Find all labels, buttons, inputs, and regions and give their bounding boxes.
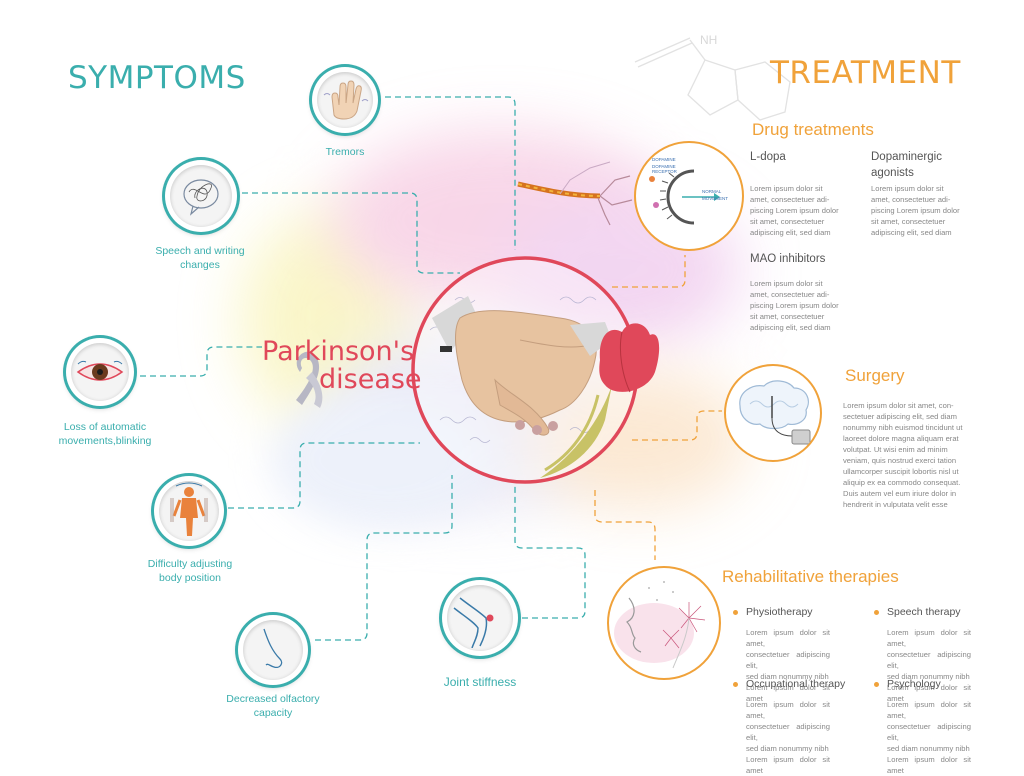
awareness-ribbon-icon <box>296 351 323 408</box>
molecule-nh-label: NH <box>700 33 718 47</box>
physiotherapy-title: Physiotherapy <box>746 606 813 618</box>
tremors-circle <box>312 67 378 133</box>
blinking-circle <box>66 338 134 406</box>
molecule-structure <box>634 37 791 121</box>
speech-therapy-text: Lorem ipsum dolor sit amet, consectetuer… <box>887 628 971 703</box>
surgery-text: Lorem ipsum dolor sit amet, con- sectetu… <box>843 401 963 509</box>
rehab-heading: Rehabilitative therapies <box>722 567 899 586</box>
occupational-therapy-title: Occupational therapy <box>746 678 846 690</box>
hand-icon <box>323 80 369 120</box>
speech-therapy-title: Speech therapy <box>887 606 961 618</box>
speech-label: Speech and writing changes <box>155 245 245 272</box>
receptor-label: DOPAMINE RECEPTOR <box>652 164 677 174</box>
nose-icon <box>263 628 283 669</box>
surgery-heading: Surgery <box>845 366 905 385</box>
drug-diagram-circle: DOPAMINE DOPAMINE RECEPTOR NORMAL MOVEME… <box>634 141 744 251</box>
drug-treatments-heading: Drug treatments <box>752 120 874 139</box>
joint-stiffness-label: Joint stiffness <box>443 675 517 689</box>
normal-movement-label: NORMAL MOVEMENT <box>702 189 729 201</box>
body-figure-icon <box>170 482 208 536</box>
brain-implant-icon <box>739 380 811 445</box>
tremors-label: Tremors <box>325 146 365 158</box>
dandelion-face-icon <box>614 581 706 669</box>
treatment-connectors <box>594 255 722 560</box>
speech-bubble-icon <box>183 179 219 216</box>
speech-therapy-bullet <box>874 610 879 615</box>
speech-circle <box>165 160 237 232</box>
body-position-circle <box>154 476 224 546</box>
physiotherapy-text: Lorem ipsum dolor sit amet, consectetuer… <box>746 628 830 703</box>
agonists-text: Lorem ipsum dolor sit amet, consectetuer… <box>871 184 960 237</box>
occupational-therapy-text: Lorem ipsum dolor sit amet, consectetuer… <box>746 700 830 775</box>
agonists-title: Dopaminergic agonists <box>871 151 942 179</box>
olfactory-label: Decreased olfactory capacity <box>226 693 320 720</box>
treatment-title: TREATMENT <box>770 55 961 91</box>
body-position-label: Difficulty adjusting body position <box>147 558 233 585</box>
mao-title: MAO inhibitors <box>750 253 826 265</box>
watercolor-background <box>240 130 750 530</box>
psychology-bullet <box>874 682 879 687</box>
symptoms-title: SYMPTOMS <box>68 60 246 96</box>
mao-text: Lorem ipsum dolor sit amet, consectetuer… <box>750 279 839 332</box>
knee-icon <box>453 597 494 648</box>
dopamine-label: DOPAMINE <box>652 157 676 162</box>
symptom-connectors <box>140 96 586 641</box>
ldopa-text: Lorem ipsum dolor sit amet, consectetuer… <box>750 184 839 237</box>
disease-title-line2: disease <box>319 364 422 395</box>
occupational-therapy-bullet <box>733 682 738 687</box>
red-tulip-icon <box>540 323 660 478</box>
rehab-circle <box>607 566 721 680</box>
surgery-circle <box>724 364 822 462</box>
disease-title-line1: Parkinson's <box>262 336 415 367</box>
ldopa-title: L-dopa <box>750 151 786 163</box>
neuron-illustration <box>517 161 633 226</box>
eye-icon <box>76 360 124 381</box>
olfactory-circle <box>238 615 308 685</box>
psychology-title: Psychology <box>887 678 941 690</box>
physiotherapy-bullet <box>733 610 738 615</box>
dopamine-receptor-diagram <box>649 169 720 225</box>
psychology-text: Lorem ipsum dolor sit amet, consectetuer… <box>887 700 971 775</box>
joint-stiffness-circle <box>442 580 518 656</box>
blinking-label: Loss of automatic movements,blinking <box>58 421 152 448</box>
